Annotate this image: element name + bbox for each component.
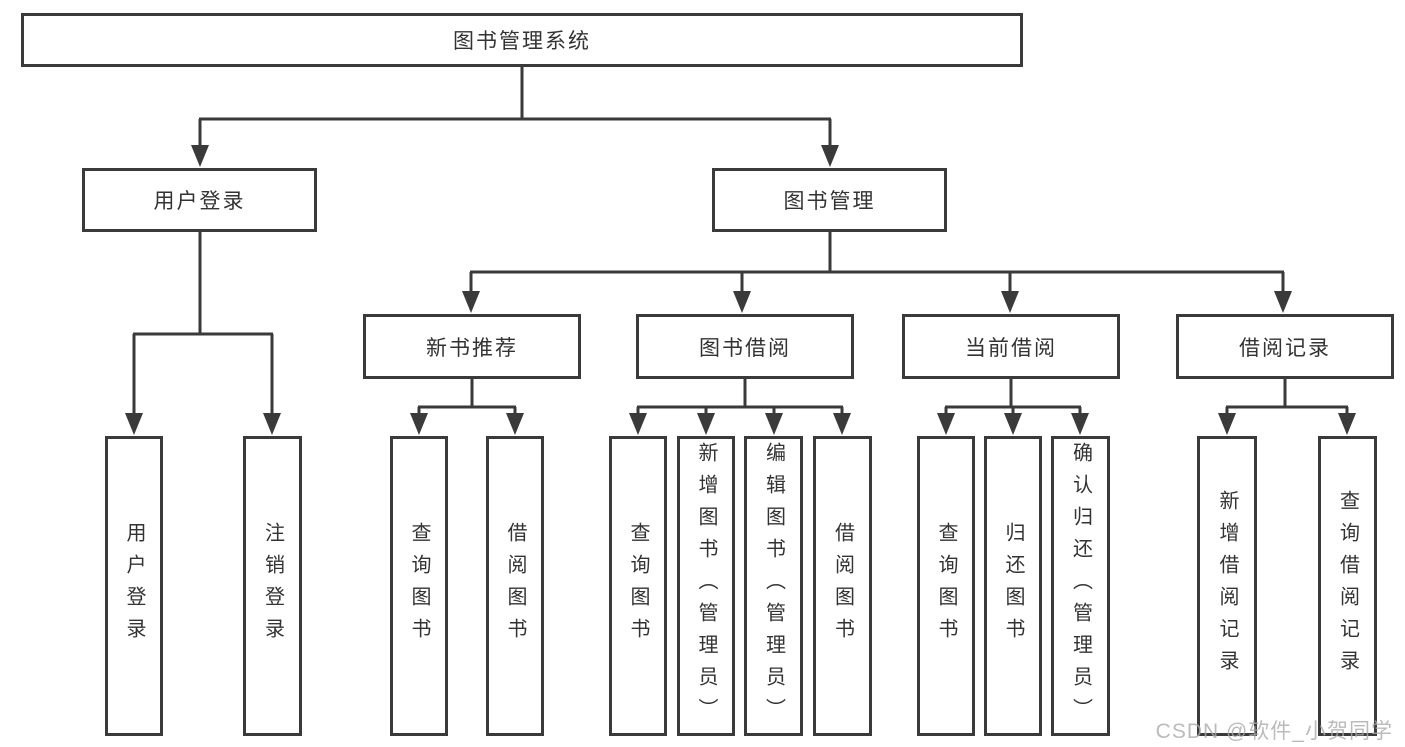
leaf-query-borrow-record: 查询借阅记录 <box>1318 436 1377 736</box>
leaf-user-login-label: 用户登录 <box>123 522 145 650</box>
leaf-add-borrow-record: 新增借阅记录 <box>1197 436 1257 736</box>
csdn-watermark: CSDN @软件_小贺同学 <box>1155 720 1393 743</box>
leaf-add-book-admin-label: 新增图书（管理员） <box>695 442 717 730</box>
node-book-borrow-label: 图书借阅 <box>699 336 791 360</box>
node-borrow-records: 借阅记录 <box>1176 314 1394 379</box>
node-user-login-label: 用户登录 <box>153 190 246 213</box>
leaf-return-book: 归还图书 <box>984 436 1042 736</box>
arrowheads-group <box>125 145 1356 435</box>
arrowhead-icon <box>1218 413 1236 435</box>
arrowhead-icon <box>263 413 281 435</box>
arrowhead-icon <box>1004 413 1022 435</box>
arrowhead-icon <box>1338 413 1356 435</box>
node-new-book-recommend: 新书推荐 <box>363 314 581 379</box>
leaf-query-books-1: 查询图书 <box>390 436 448 736</box>
leaf-query-books-1-label: 查询图书 <box>408 522 430 650</box>
node-book-borrow: 图书借阅 <box>636 314 854 379</box>
leaf-query-books-3-label: 查询图书 <box>935 522 957 650</box>
node-book-management-label: 图书管理 <box>783 190 876 213</box>
leaf-add-borrow-record-label: 新增借阅记录 <box>1216 490 1238 682</box>
arrowhead-icon <box>462 291 480 313</box>
leaf-query-books-2: 查询图书 <box>609 436 667 736</box>
leaf-query-books-2-label: 查询图书 <box>627 522 649 650</box>
leaf-confirm-return-admin-label: 确认归还（管理员） <box>1069 442 1092 730</box>
arrowhead-icon <box>1274 291 1292 313</box>
leaf-query-borrow-record-label: 查询借阅记录 <box>1336 490 1359 682</box>
arrowhead-icon <box>191 145 209 167</box>
node-borrow-records-label: 借阅记录 <box>1239 336 1331 360</box>
leaf-edit-book-admin-label: 编辑图书（管理员） <box>762 442 785 730</box>
arrowhead-icon <box>833 413 851 435</box>
arrowhead-icon <box>1071 413 1089 435</box>
leaf-edit-book-admin: 编辑图书（管理员） <box>744 436 803 736</box>
leaf-add-book-admin: 新增图书（管理员） <box>677 436 735 736</box>
arrowhead-icon <box>937 413 955 435</box>
arrowhead-icon <box>765 413 783 435</box>
arrowhead-icon <box>629 413 647 435</box>
leaf-borrow-books-2: 借阅图书 <box>813 436 872 736</box>
node-current-borrow: 当前借阅 <box>902 314 1120 379</box>
leaf-user-login: 用户登录 <box>105 436 163 736</box>
arrowhead-icon <box>733 291 751 313</box>
arrowhead-icon <box>410 413 428 435</box>
node-user-login: 用户登录 <box>82 168 317 232</box>
leaf-borrow-books-2-label: 借阅图书 <box>831 522 854 650</box>
connector-path <box>132 67 1349 416</box>
leaf-borrow-books-1: 借阅图书 <box>486 436 544 736</box>
leaf-logout-label: 注销登录 <box>261 522 284 650</box>
node-book-management: 图书管理 <box>712 168 947 232</box>
arrowhead-icon <box>506 413 524 435</box>
arrowhead-icon <box>821 145 839 167</box>
leaf-logout: 注销登录 <box>243 436 302 736</box>
leaf-query-books-3: 查询图书 <box>917 436 975 736</box>
leaf-return-book-label: 归还图书 <box>1002 522 1024 650</box>
node-new-book-recommend-label: 新书推荐 <box>426 336 518 360</box>
leaf-confirm-return-admin: 确认归还（管理员） <box>1051 436 1110 736</box>
node-root-label: 图书管理系统 <box>453 30 591 53</box>
arrowhead-icon <box>1001 291 1019 313</box>
arrowhead-icon <box>125 413 143 435</box>
node-root: 图书管理系统 <box>21 13 1023 67</box>
leaf-borrow-books-1-label: 借阅图书 <box>504 522 526 650</box>
node-current-borrow-label: 当前借阅 <box>965 336 1057 360</box>
arrowhead-icon <box>697 413 715 435</box>
